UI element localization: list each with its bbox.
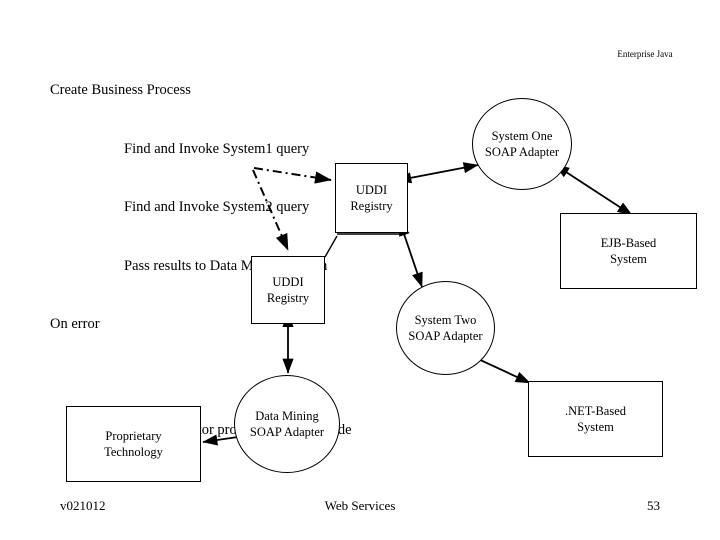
node-ejb-based-system: EJB-Based System: [560, 213, 697, 289]
node-system-one-soap-adapter: System One SOAP Adapter: [472, 98, 572, 190]
footer-version: v021012: [60, 498, 106, 513]
node-label: System One SOAP Adapter: [484, 129, 560, 159]
footer-page-number: 53: [647, 498, 660, 513]
footer-title: Web Services: [324, 498, 396, 513]
node-proprietary-technology: Proprietary Technology: [66, 406, 201, 482]
node-net-based-system: .NET-Based System: [528, 381, 663, 457]
pseudocode-line: Find and Invoke System2 query: [124, 199, 310, 215]
node-uddi-registry-top: UDDI Registry: [335, 163, 408, 233]
connector-uddi-top-system-one: [396, 162, 479, 184]
pseudocode-line: On error: [50, 316, 100, 332]
node-uddi-registry-bottom: UDDI Registry: [251, 256, 325, 324]
node-system-two-soap-adapter: System Two SOAP Adapter: [396, 281, 495, 375]
node-label: .NET-Based System: [565, 404, 626, 434]
node-label: UDDI Registry: [350, 183, 393, 213]
node-label: UDDI Registry: [266, 275, 310, 305]
node-data-mining-soap-adapter: Data Mining SOAP Adapter: [234, 375, 340, 473]
node-label: System Two SOAP Adapter: [408, 313, 483, 343]
connector-system-one-ejb: [554, 164, 633, 216]
node-label: Proprietary Technology: [104, 429, 163, 459]
pseudocode-line: Create Business Process: [50, 82, 191, 98]
enterprise-java-label: Enterprise Java: [617, 49, 673, 59]
pseudocode-line: Find and Invoke System1 query: [124, 140, 310, 157]
node-label: Data Mining SOAP Adapter: [249, 409, 325, 439]
connector-uddi-top-system-two: [399, 220, 423, 288]
node-label: EJB-Based System: [600, 236, 657, 266]
